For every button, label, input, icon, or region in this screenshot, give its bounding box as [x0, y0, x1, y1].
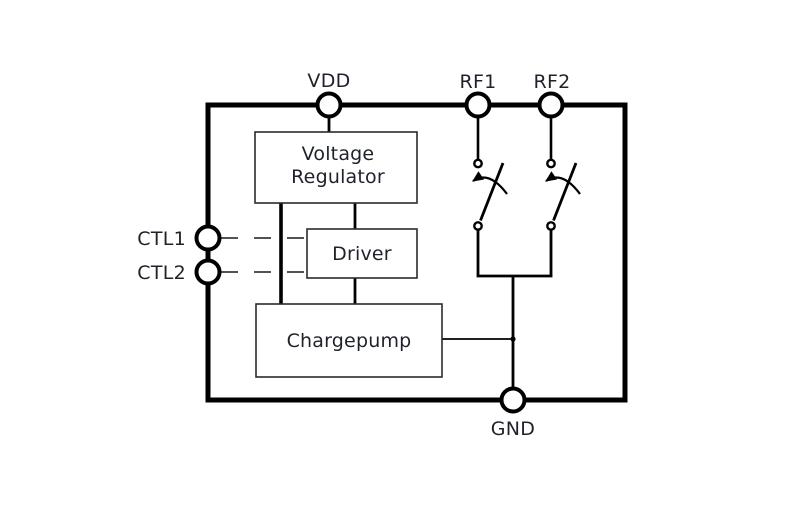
pin-rf2 [537, 91, 565, 119]
pin-ctl1 [194, 224, 222, 252]
pin-gnd-label: GND [491, 418, 535, 440]
rf1-switch-bottom-contact [473, 221, 483, 231]
rf2-switch-arm [552, 162, 578, 222]
rf2-switch-top-contact [546, 158, 556, 169]
pin-rf1 [464, 91, 492, 119]
block-driver [306, 228, 418, 279]
pin-vdd-label: VDD [307, 70, 350, 92]
pin-gnd [499, 386, 527, 414]
rf1-switch-top-contact [473, 158, 483, 169]
pin-ctl1-label: CTL1 [137, 228, 186, 250]
driver-label: Driver [332, 243, 392, 265]
block-chargepump [255, 303, 443, 378]
rf2-switch-arrow-icon [545, 171, 581, 195]
rf1-switch [472, 117, 508, 276]
pin-rf2-label: RF2 [533, 71, 570, 93]
voltage-regulator-label-line2: Regulator [291, 166, 385, 188]
ic-outline [205, 102, 628, 403]
rf1-switch-arrow-icon [472, 171, 508, 195]
pin-ctl2-label: CTL2 [137, 262, 186, 284]
rf2-switch-bottom-contact [546, 221, 556, 231]
pin-rf1-label: RF1 [459, 71, 496, 93]
block-voltage-regulator [254, 131, 418, 204]
rf2-switch [545, 117, 581, 276]
rf1-switch-arm [479, 162, 505, 222]
junction-dot [510, 336, 516, 342]
voltage-regulator-label-line1: Voltage [302, 143, 375, 165]
pin-vdd [315, 91, 343, 119]
pin-ctl2 [194, 258, 222, 286]
chargepump-label: Chargepump [287, 330, 412, 352]
